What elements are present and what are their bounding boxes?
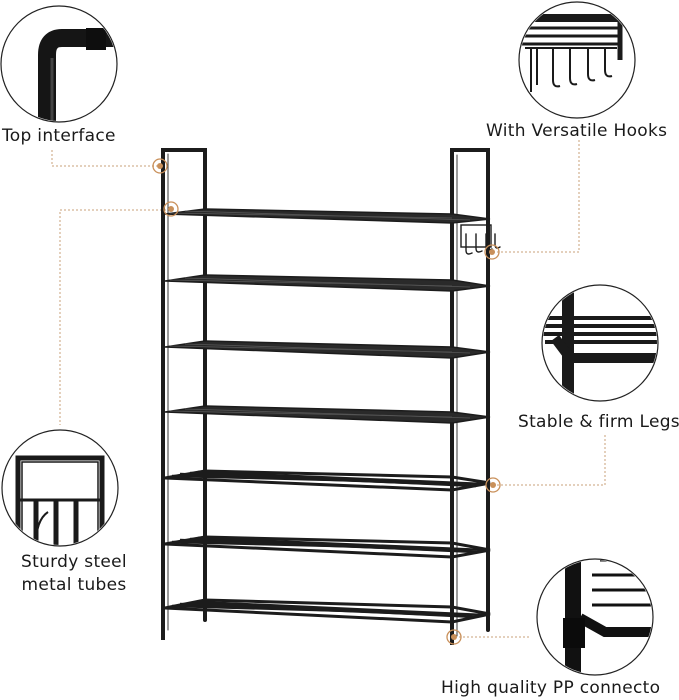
label-hooks: With Versatile Hooks — [486, 121, 668, 141]
marker-top-interface — [152, 158, 168, 174]
detail-connector — [536, 558, 654, 676]
label-connector: High quality PP connecto — [441, 678, 661, 698]
label-top-interface: Top interface — [2, 126, 116, 146]
leader-tubes — [59, 209, 170, 425]
detail-tubes — [1, 429, 119, 547]
shelf-1 — [164, 208, 491, 224]
shelf-3 — [164, 340, 491, 359]
side-hooks — [460, 224, 501, 255]
shelf-2 — [164, 274, 491, 292]
leader-legs — [494, 435, 606, 486]
shelf-7 — [164, 598, 491, 624]
detail-hooks — [518, 1, 636, 119]
label-legs: Stable & firm Legs — [518, 412, 679, 432]
rack-frame — [161, 148, 501, 642]
leader-lines — [51, 140, 606, 638]
detail-legs — [541, 284, 659, 402]
leader-hooks — [492, 140, 580, 253]
shelf-5 — [164, 469, 491, 492]
detail-top-interface — [0, 5, 118, 123]
shelf-6 — [164, 535, 491, 559]
shelf-4 — [164, 405, 491, 424]
marker-tubes — [163, 201, 179, 217]
marker-connector — [446, 629, 462, 645]
leader-top-interface — [51, 150, 158, 167]
marker-legs — [485, 477, 501, 493]
marker-hooks — [484, 244, 500, 260]
callout-markers — [152, 158, 501, 645]
shelves — [161, 208, 491, 645]
label-tubes: Sturdy steel metal tubes — [21, 552, 127, 595]
